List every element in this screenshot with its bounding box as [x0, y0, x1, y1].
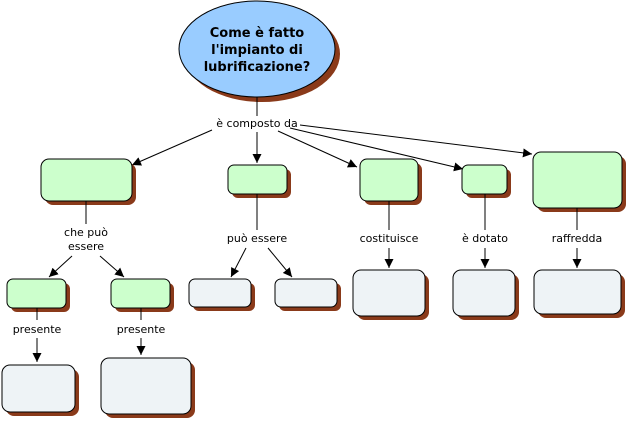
leaf-box-4[interactable]: [452, 269, 519, 320]
concept-box-1[interactable]: [40, 158, 136, 205]
arrow-c1-left: [48, 255, 73, 278]
leaf-box-5[interactable]: [533, 269, 625, 318]
link-label-dotato: è dotato: [462, 232, 508, 245]
arrow-c1-right: [99, 255, 125, 278]
leaf-box-1b[interactable]: [100, 357, 195, 418]
link-label-puo-essere-1b: essere: [68, 240, 104, 253]
link-label-costituisce: costituisce: [360, 232, 419, 245]
leaf-box-2b[interactable]: [274, 278, 341, 311]
arrow-to-concept-1: [131, 129, 213, 166]
link-label-composto: è composto da: [216, 117, 297, 130]
concept-box-5[interactable]: [532, 151, 626, 212]
leaf-box-2a[interactable]: [188, 278, 255, 311]
arrow-c2-left: [230, 247, 247, 278]
root-line-3: lubrificazione?: [204, 60, 311, 75]
concept-box-1b[interactable]: [110, 278, 174, 312]
arrow-to-concept-5: [299, 124, 533, 158]
root-line-1: Come è fatto: [210, 26, 305, 41]
arrow-to-concept-4: [289, 127, 464, 172]
link-label-presente-2: presente: [117, 323, 166, 336]
link-label-puo-essere-2: può essere: [227, 232, 287, 245]
arrow-c2-right: [267, 247, 293, 278]
link-label-presente-1: presente: [13, 323, 62, 336]
link-label-puo-essere-1a: che può: [64, 226, 108, 239]
arrow-to-concept-3: [277, 130, 358, 168]
root-concept[interactable]: Come è fatto l'impianto di lubrificazion…: [178, 0, 340, 102]
concept-box-1a[interactable]: [6, 278, 70, 312]
leaf-box-3[interactable]: [352, 269, 429, 320]
concept-box-3[interactable]: [359, 158, 422, 205]
root-line-2: l'impianto di: [211, 43, 303, 58]
concept-box-2[interactable]: [227, 164, 291, 198]
leaf-box-1a[interactable]: [1, 364, 79, 416]
link-label-raffredda: raffredda: [552, 232, 603, 245]
concept-box-4[interactable]: [461, 164, 511, 198]
